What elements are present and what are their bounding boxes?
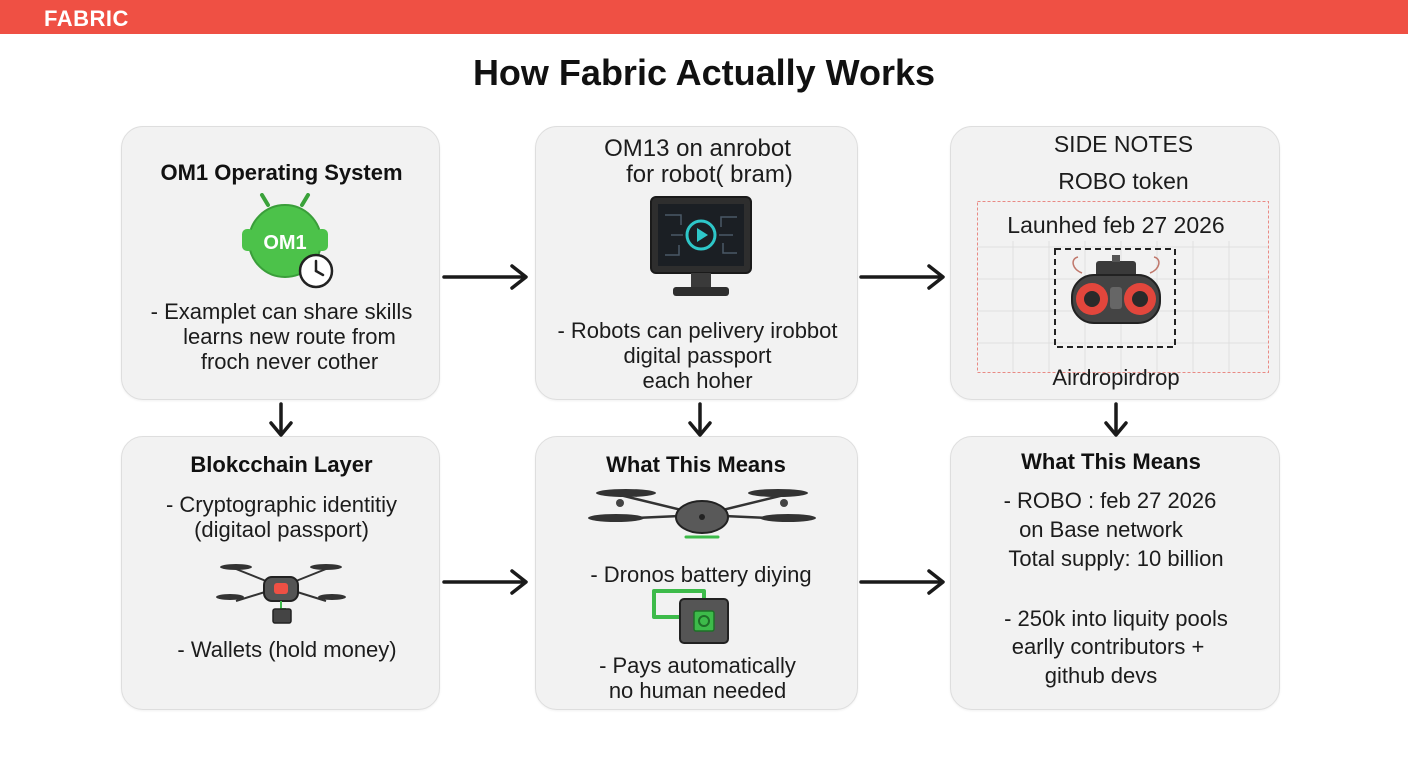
arrow-right-icon <box>859 264 945 290</box>
card-means-drone-line: - Dronos battery diying <box>590 562 812 587</box>
card-side-notes-subheading: ROBO token <box>1058 168 1189 194</box>
brand-label: FABRIC <box>44 6 129 31</box>
card-os-line: learns new route from <box>183 324 396 349</box>
page-title: How Fabric Actually Works <box>472 52 936 93</box>
arrow-right-icon <box>859 569 945 595</box>
card-means-drone-line: - Pays automatically <box>599 653 796 678</box>
card-means-token-line: - 250k into liquity pools <box>1004 606 1228 631</box>
card-means-drone-heading: What This Means <box>606 452 786 477</box>
card-means-token-line: github devs <box>1044 663 1158 688</box>
card-os: OM1 Operating System OM1 - Examplet can … <box>121 126 440 400</box>
arrow-right-icon <box>442 264 528 290</box>
card-means-token-line: - ROBO : feb 27 2026 <box>1003 488 1217 513</box>
card-side-notes-launch: Launhed feb 27 2026 <box>1007 212 1225 238</box>
card-robot-brain-line: each hoher <box>642 368 753 393</box>
android-clock-icon: OM1 <box>242 193 334 289</box>
card-side-notes: SIDE NOTES ROBO token Launhed feb 27 202… <box>950 126 1280 400</box>
arrow-down-icon <box>1104 402 1128 437</box>
card-blockchain-heading: Blokcchain Layer <box>190 452 373 477</box>
arrow-right-icon <box>442 569 528 595</box>
card-means-token-line: earlly contributors + <box>1011 634 1205 659</box>
card-blockchain: Blokcchain Layer - Cryptographic identit… <box>121 436 440 710</box>
card-means-drone-line: no human needed <box>608 678 787 703</box>
om1-badge: OM1 <box>263 232 306 254</box>
card-means-token: What This Means - ROBO : feb 27 2026 on … <box>950 436 1280 710</box>
card-blockchain-line: - Cryptographic identitiy <box>165 492 398 517</box>
laptop-play-icon <box>650 196 752 296</box>
card-os-line: froch never cother <box>200 349 379 374</box>
card-robot-brain-line: - Robots can pelivery irobbot <box>557 318 838 343</box>
card-robot-brain: OM13 on anrobot for robot( bram) - Robot… <box>535 126 858 400</box>
arrow-down-icon <box>688 402 712 437</box>
card-means-drone: What This Means - Dronos battery diying … <box>535 436 858 710</box>
card-robot-brain-heading: for robot( bram) <box>626 161 793 188</box>
top-bar: FABRIC <box>0 0 1408 34</box>
card-means-token-heading: What This Means <box>1021 449 1201 474</box>
arrow-down-icon <box>269 402 293 437</box>
drone-icon <box>588 489 816 539</box>
card-os-line: - Examplet can share skills <box>150 299 413 324</box>
card-side-notes-caption: Airdropirdrop <box>1052 365 1180 390</box>
card-side-notes-heading: SIDE NOTES <box>1053 131 1194 157</box>
card-means-token-line: on Base network <box>1019 517 1183 542</box>
card-robot-brain-line: digital passport <box>623 343 772 368</box>
card-blockchain-line: (digitaol passport) <box>194 517 369 542</box>
battery-chip-icon <box>652 589 729 644</box>
card-blockchain-footer: - Wallets (hold money) <box>177 637 397 662</box>
card-means-token-line: Total supply: 10 billion <box>1008 546 1224 571</box>
drone-icon <box>216 564 346 624</box>
robot-speaker-icon <box>1071 255 1161 324</box>
card-robot-brain-heading: OM13 on anrobot <box>604 135 791 162</box>
card-os-heading: OM1 Operating System <box>160 160 403 185</box>
